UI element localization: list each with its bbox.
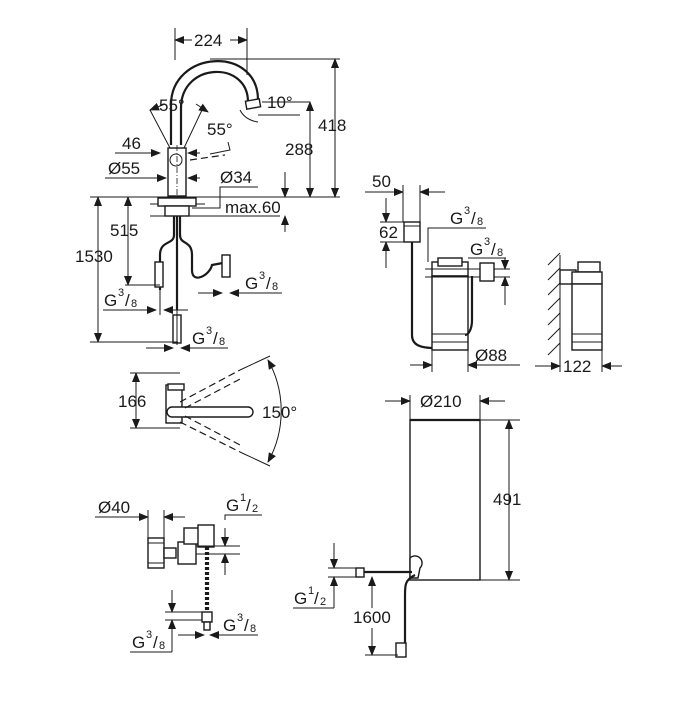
svg-text:G: G	[245, 274, 258, 293]
dim-lever-angle-right: 55°	[207, 120, 233, 139]
dim-head-angle: 10°	[267, 93, 293, 112]
svg-text:G: G	[132, 633, 145, 652]
dim-lever-angle-left: 55°	[159, 96, 185, 115]
svg-text:3: 3	[259, 270, 265, 282]
svg-text:/: /	[266, 274, 271, 293]
dim-head-width: 50	[372, 172, 391, 191]
svg-text:3: 3	[484, 236, 490, 248]
svg-text:G: G	[223, 616, 236, 635]
svg-text:/: /	[491, 240, 496, 259]
svg-text:G: G	[226, 496, 239, 515]
svg-text:3: 3	[206, 325, 212, 337]
faucet-side-view: 224 418 10° 288 55° 55° 46 Ø55 Ø34 max.6…	[75, 28, 346, 352]
svg-text:/: /	[471, 209, 476, 228]
thread-label-filter-upper: G 3 / 8	[450, 205, 483, 228]
dim-filter-diameter: Ø88	[475, 346, 507, 365]
svg-text:8: 8	[272, 281, 278, 293]
svg-text:/: /	[246, 496, 251, 515]
svg-text:/: /	[244, 616, 249, 635]
svg-text:/: /	[153, 633, 158, 652]
svg-text:3: 3	[237, 612, 243, 624]
dim-head-height: 62	[379, 223, 398, 242]
svg-text:3: 3	[146, 629, 152, 641]
svg-text:G: G	[294, 589, 307, 608]
svg-text:3: 3	[464, 205, 470, 217]
dim-max-counter-thickness: max.60	[225, 198, 281, 217]
thread-label-valve-outlet-left: G 3 / 8	[132, 629, 165, 652]
svg-text:3: 3	[118, 287, 124, 299]
svg-text:1: 1	[240, 492, 246, 504]
dim-swivel-angle: 150°	[262, 403, 297, 422]
dim-tank-diameter: Ø210	[420, 392, 462, 411]
svg-text:8: 8	[131, 298, 137, 310]
svg-text:/: /	[213, 329, 218, 348]
svg-text:G: G	[192, 329, 205, 348]
dim-valve-diameter: Ø40	[98, 498, 130, 517]
svg-text:2: 2	[252, 503, 258, 515]
thread-label-valve-outlet-right: G 3 / 8	[223, 612, 256, 635]
valve-assembly-view: Ø40 G 1 / 2 G 3 / 8 G 3 / 8	[95, 492, 262, 653]
svg-text:/: /	[125, 291, 130, 310]
filter-unit-view: 50 62 G 3 / 8 G 3 / 8 Ø88	[365, 172, 520, 372]
thread-label-valve-inlet: G 1 / 2	[226, 492, 258, 515]
svg-text:8: 8	[250, 623, 256, 635]
svg-text:G: G	[450, 209, 463, 228]
thread-label-filter-lower: G 3 / 8	[470, 236, 503, 259]
chiller-tank-view: Ø210 491 G 1 / 2 1600	[293, 392, 521, 658]
dim-wall-depth: 122	[563, 357, 591, 376]
svg-text:8: 8	[477, 216, 483, 228]
faucet-top-view: 150° 166	[118, 355, 297, 467]
svg-text:2: 2	[320, 596, 326, 608]
dim-base-diameter: Ø55	[108, 159, 140, 178]
filter-wall-view: 122	[535, 252, 622, 376]
thread-label-bottom: G 3 / 8	[192, 325, 225, 348]
svg-text:8: 8	[219, 336, 225, 348]
dim-total-height: 418	[318, 116, 346, 135]
dim-spout-reach: 224	[194, 31, 222, 50]
dim-hose-length-total: 1530	[75, 247, 113, 266]
svg-text:1: 1	[308, 585, 314, 597]
svg-text:G: G	[470, 240, 483, 259]
dim-tank-height: 491	[493, 490, 521, 509]
svg-text:8: 8	[497, 247, 503, 259]
dim-body-diameter: Ø34	[220, 168, 252, 187]
dim-hose-length-inner: 515	[110, 221, 138, 240]
thread-label-right: G 3 / 8	[245, 270, 278, 293]
dim-spout-height: 288	[285, 140, 313, 159]
thread-label-left: G 3 / 8	[104, 287, 137, 310]
svg-text:8: 8	[159, 640, 165, 652]
dim-tank-hose-length: 1600	[353, 608, 391, 627]
svg-text:G: G	[104, 291, 117, 310]
dim-top-depth: 166	[118, 392, 146, 411]
thread-label-tank-inlet: G 1 / 2	[294, 585, 326, 608]
dim-lever-width: 46	[122, 134, 141, 153]
svg-text:/: /	[314, 589, 319, 608]
